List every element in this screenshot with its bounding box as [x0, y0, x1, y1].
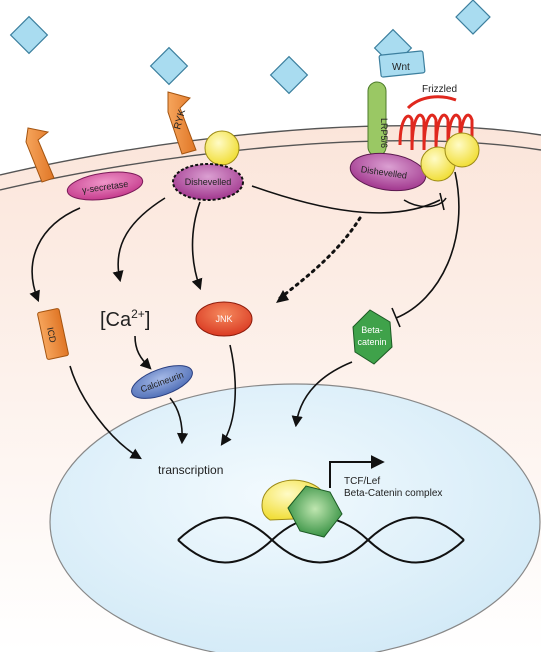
ryk-receptor: RYK [167, 91, 197, 155]
beta-catenin-label-2: catenin [357, 337, 386, 347]
complex-label-2: Beta-Catenin complex [344, 488, 442, 499]
transcription-label: transcription [158, 463, 223, 477]
pathway-arrows [29, 185, 447, 460]
inhibit-line [403, 197, 447, 208]
beta-catenin-in-complex [287, 485, 343, 538]
arrow-jnk-to-transcription [220, 344, 236, 446]
yellow-protein [204, 130, 240, 166]
wnt-ligands [9, 0, 491, 95]
arrow-dvl-to-ca [112, 197, 166, 283]
dishevelled-right-complex: Dishevelled [349, 132, 480, 192]
calcium-label: [Ca2+] [100, 307, 150, 331]
arrow-dotted-to-jnk [278, 216, 362, 300]
gamma-secretase: γ-secretase [66, 171, 144, 201]
wnt-diamond [9, 15, 49, 55]
inhibit-dvl-beta [395, 171, 460, 319]
ryk-label: RYK [172, 108, 188, 131]
yellow-protein [444, 132, 480, 168]
arrow-ca-to-calcineurin [134, 335, 152, 370]
dishevelled-left: Dishevelled [172, 163, 244, 201]
frizzled-label: Frizzled [422, 84, 457, 95]
arrow-calcineurin-to-transcription [169, 397, 189, 445]
wnt-diamond [269, 55, 309, 95]
arrow-beta-to-complex [291, 361, 353, 428]
beta-catenin-label-1: Beta- [361, 325, 383, 335]
arrow-dvl-to-jnk [191, 201, 203, 291]
icd-label: ICD [45, 326, 58, 344]
icd-fragment: ICD [37, 308, 69, 360]
dishevelled-left-label: Dishevelled [185, 177, 232, 187]
arrow-icd-to-transcription [69, 365, 142, 460]
inhibition-markers [391, 171, 460, 328]
jnk: JNK [195, 301, 253, 337]
wnt-diamond [149, 46, 189, 86]
wnt-label: Wnt [392, 62, 410, 73]
arrow-dvl-to-frizzled [251, 185, 441, 214]
transcription-start-arrow [329, 455, 385, 488]
jnk-label: JNK [215, 314, 232, 324]
wnt-diamond [378, 50, 426, 78]
dotted-arrowhead [276, 290, 289, 303]
lrp-label: LRP5/6 [379, 118, 389, 148]
wnt-diamond [455, 0, 491, 35]
arrow-secretase-to-icd [29, 207, 81, 303]
complex-label-1: TCF/Lef [344, 476, 380, 487]
lrp-coreceptor: LRP5/6 [367, 81, 389, 157]
orange-receptor-left [25, 127, 55, 183]
beta-catenin: Beta- catenin [352, 309, 393, 365]
